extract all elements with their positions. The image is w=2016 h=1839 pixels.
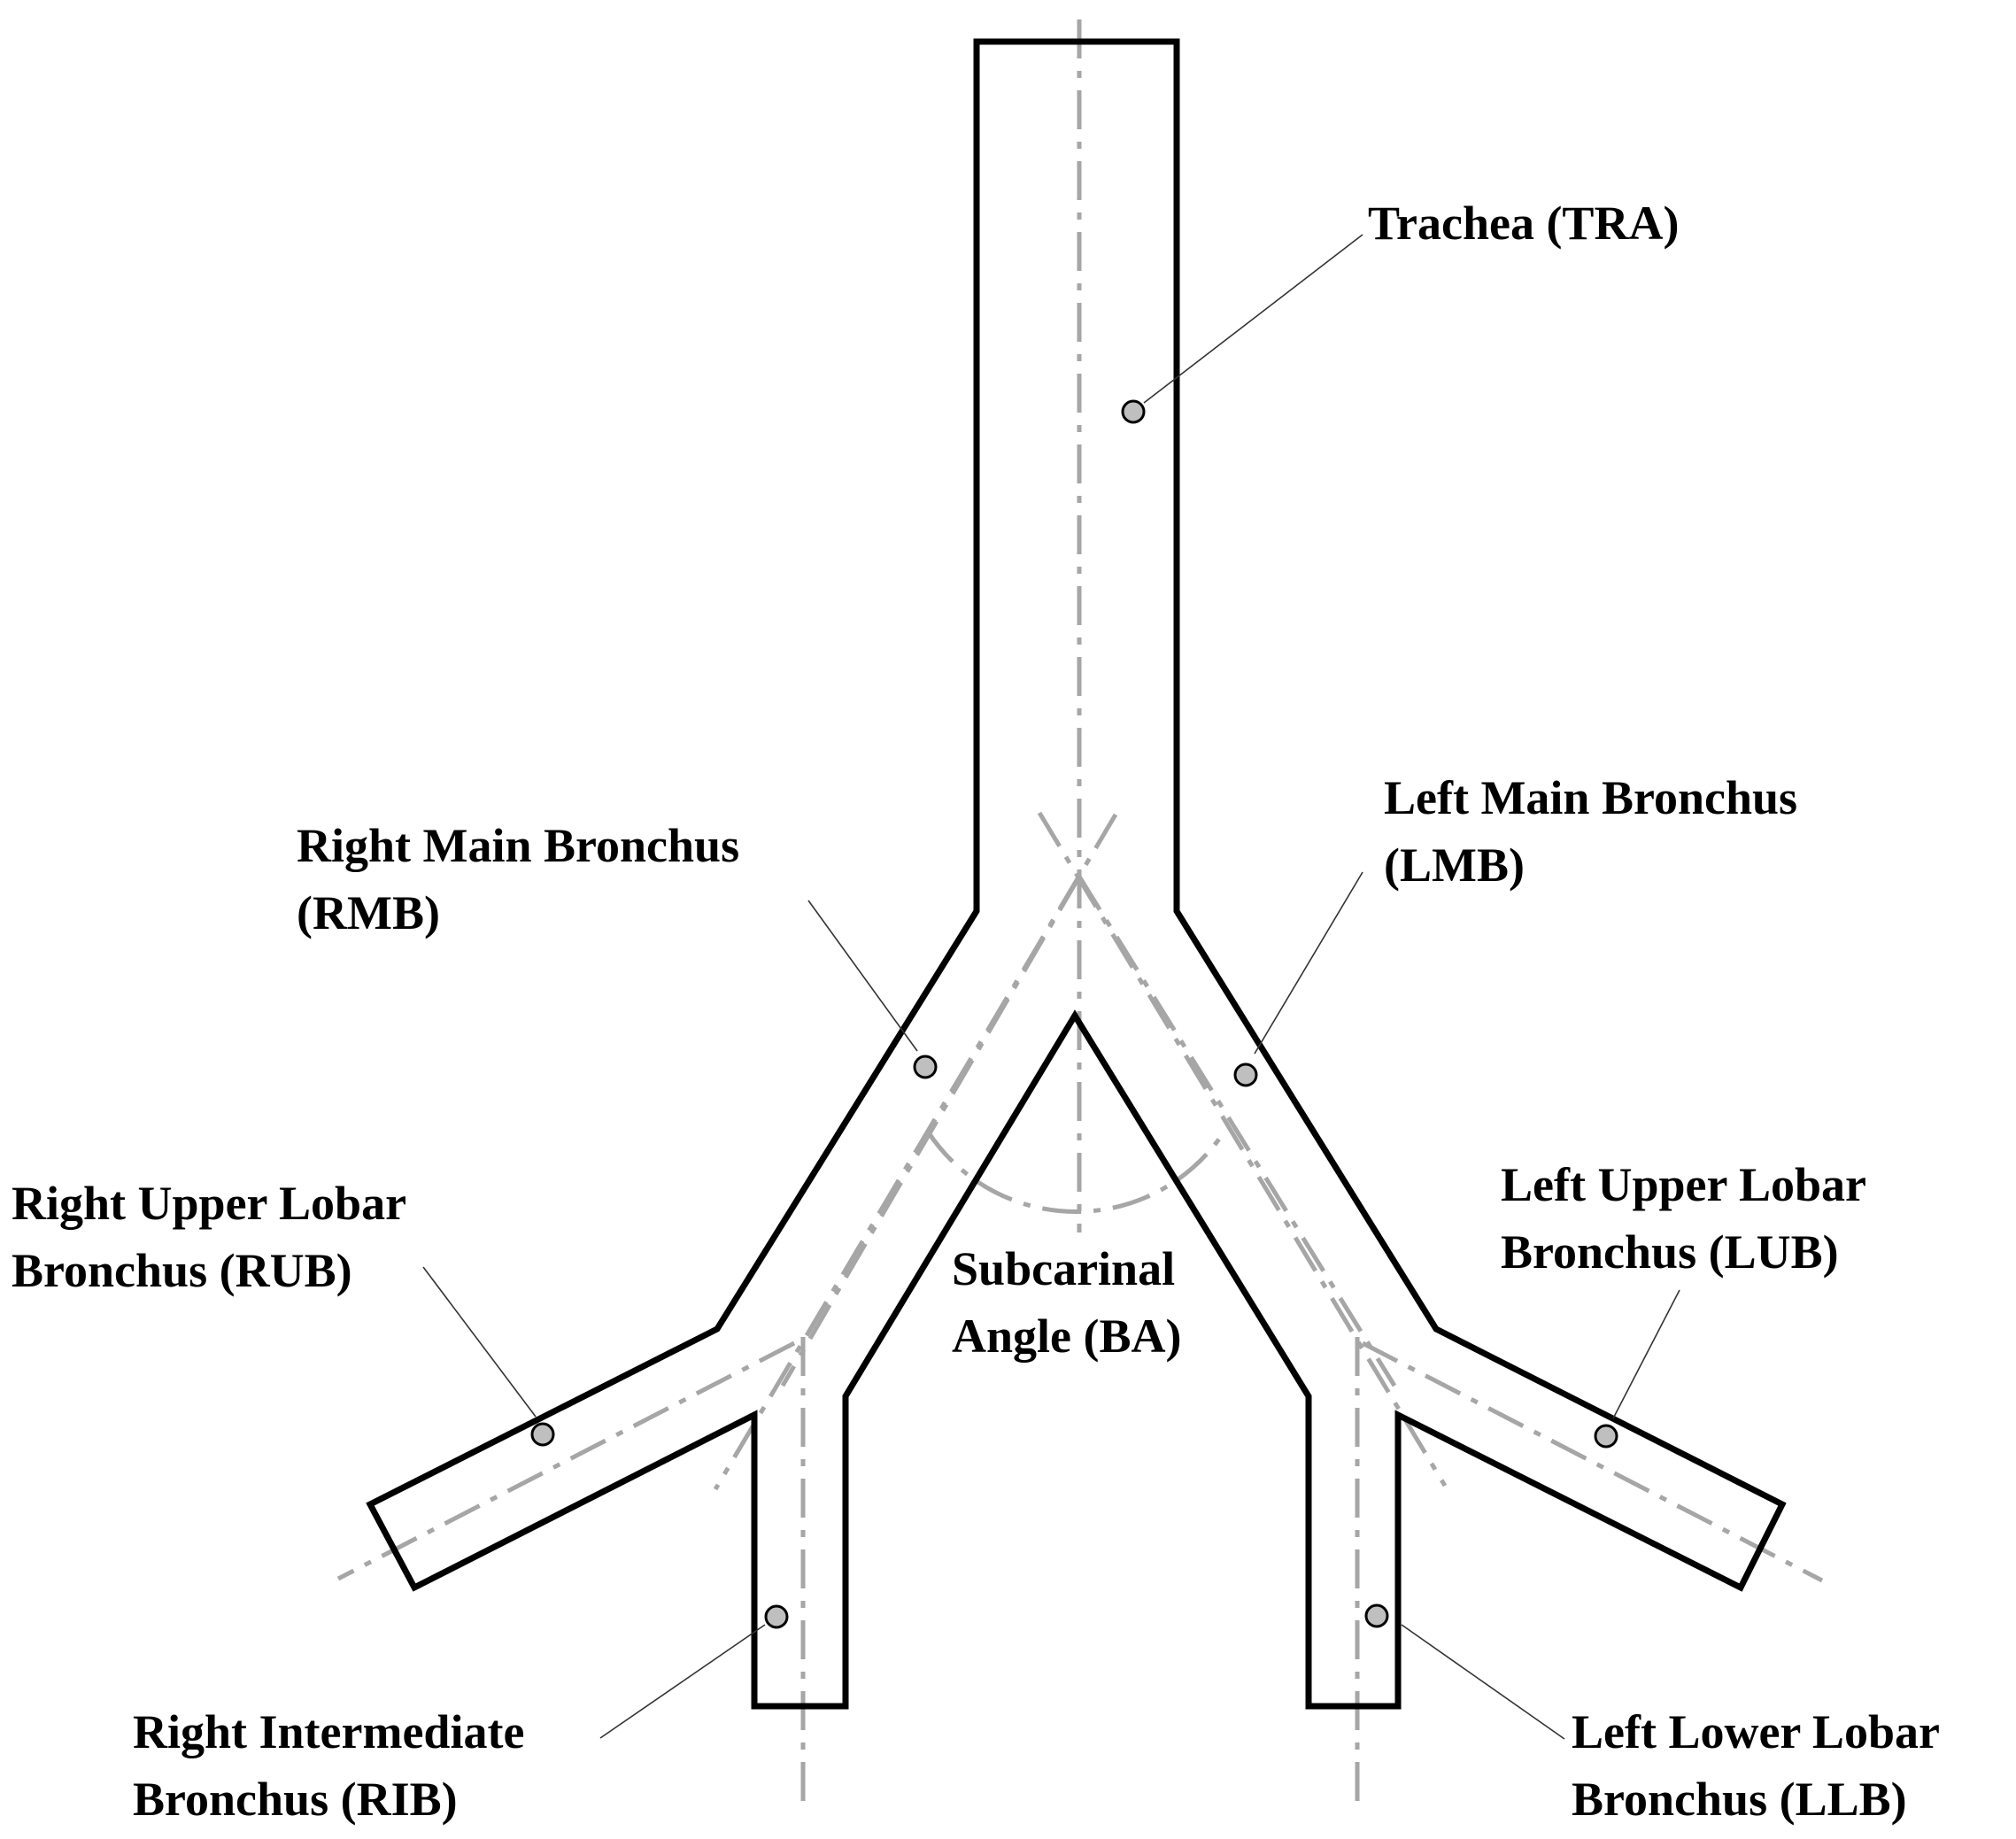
rub-label-line2: Bronchus (RUB) <box>12 1244 352 1297</box>
lmb-label-line1: Left Main Bronchus <box>1384 771 1797 824</box>
lmb-centerline <box>1077 875 1397 1387</box>
llb-leader <box>1401 1624 1565 1740</box>
subcarinal-angle-arc <box>925 1128 1228 1214</box>
rub-centerline <box>336 1341 796 1581</box>
llb-marker <box>1364 1603 1389 1628</box>
ba-label-line2: Angle (BA) <box>952 1310 1181 1363</box>
rub-marker <box>530 1422 555 1447</box>
lub-marker <box>1594 1424 1618 1449</box>
lmb-label-line2: (LMB) <box>1384 838 1525 892</box>
rmb-label-line2: (RMB) <box>297 886 440 939</box>
labels: Trachea (TRA) Right Main Bronchus (RMB) … <box>12 197 1940 1826</box>
tra-leader <box>1143 234 1363 404</box>
lmb-angle-ray <box>1037 811 1448 1487</box>
rub-label-line1: Right Upper Lobar <box>12 1177 406 1230</box>
measurement-markers <box>530 399 1618 1629</box>
llb-label-line1: Left Lower Lobar <box>1572 1705 1940 1758</box>
rib-label-line2: Bronchus (RIB) <box>133 1773 458 1826</box>
airway-outer-wall <box>366 38 1787 1710</box>
tra-label: Trachea (TRA) <box>1368 197 1679 250</box>
lub-centerline <box>1361 1341 1824 1583</box>
rib-marker <box>764 1604 789 1629</box>
rib-label-line1: Right Intermediate <box>133 1705 524 1758</box>
rmb-label-line1: Right Main Bronchus <box>297 819 739 872</box>
lub-leader <box>1612 1289 1680 1419</box>
rub-leader <box>422 1266 537 1418</box>
lub-label-line1: Left Upper Lobar <box>1501 1158 1866 1211</box>
ba-label-line1: Subcarinal <box>952 1242 1175 1295</box>
rmb-angle-ray <box>713 813 1118 1491</box>
centerlines <box>336 19 1824 1806</box>
rmb-marker <box>913 1055 938 1079</box>
lmb-leader <box>1254 871 1363 1055</box>
tra-marker <box>1121 399 1146 424</box>
airway-walls <box>366 38 1787 1710</box>
leader-lines <box>422 234 1680 1740</box>
lub-label-line2: Bronchus (LUB) <box>1501 1225 1839 1279</box>
lmb-marker <box>1233 1062 1258 1087</box>
rib-leader <box>599 1624 766 1739</box>
llb-label-line2: Bronchus (LLB) <box>1572 1773 1907 1826</box>
rmb-leader <box>807 900 918 1052</box>
